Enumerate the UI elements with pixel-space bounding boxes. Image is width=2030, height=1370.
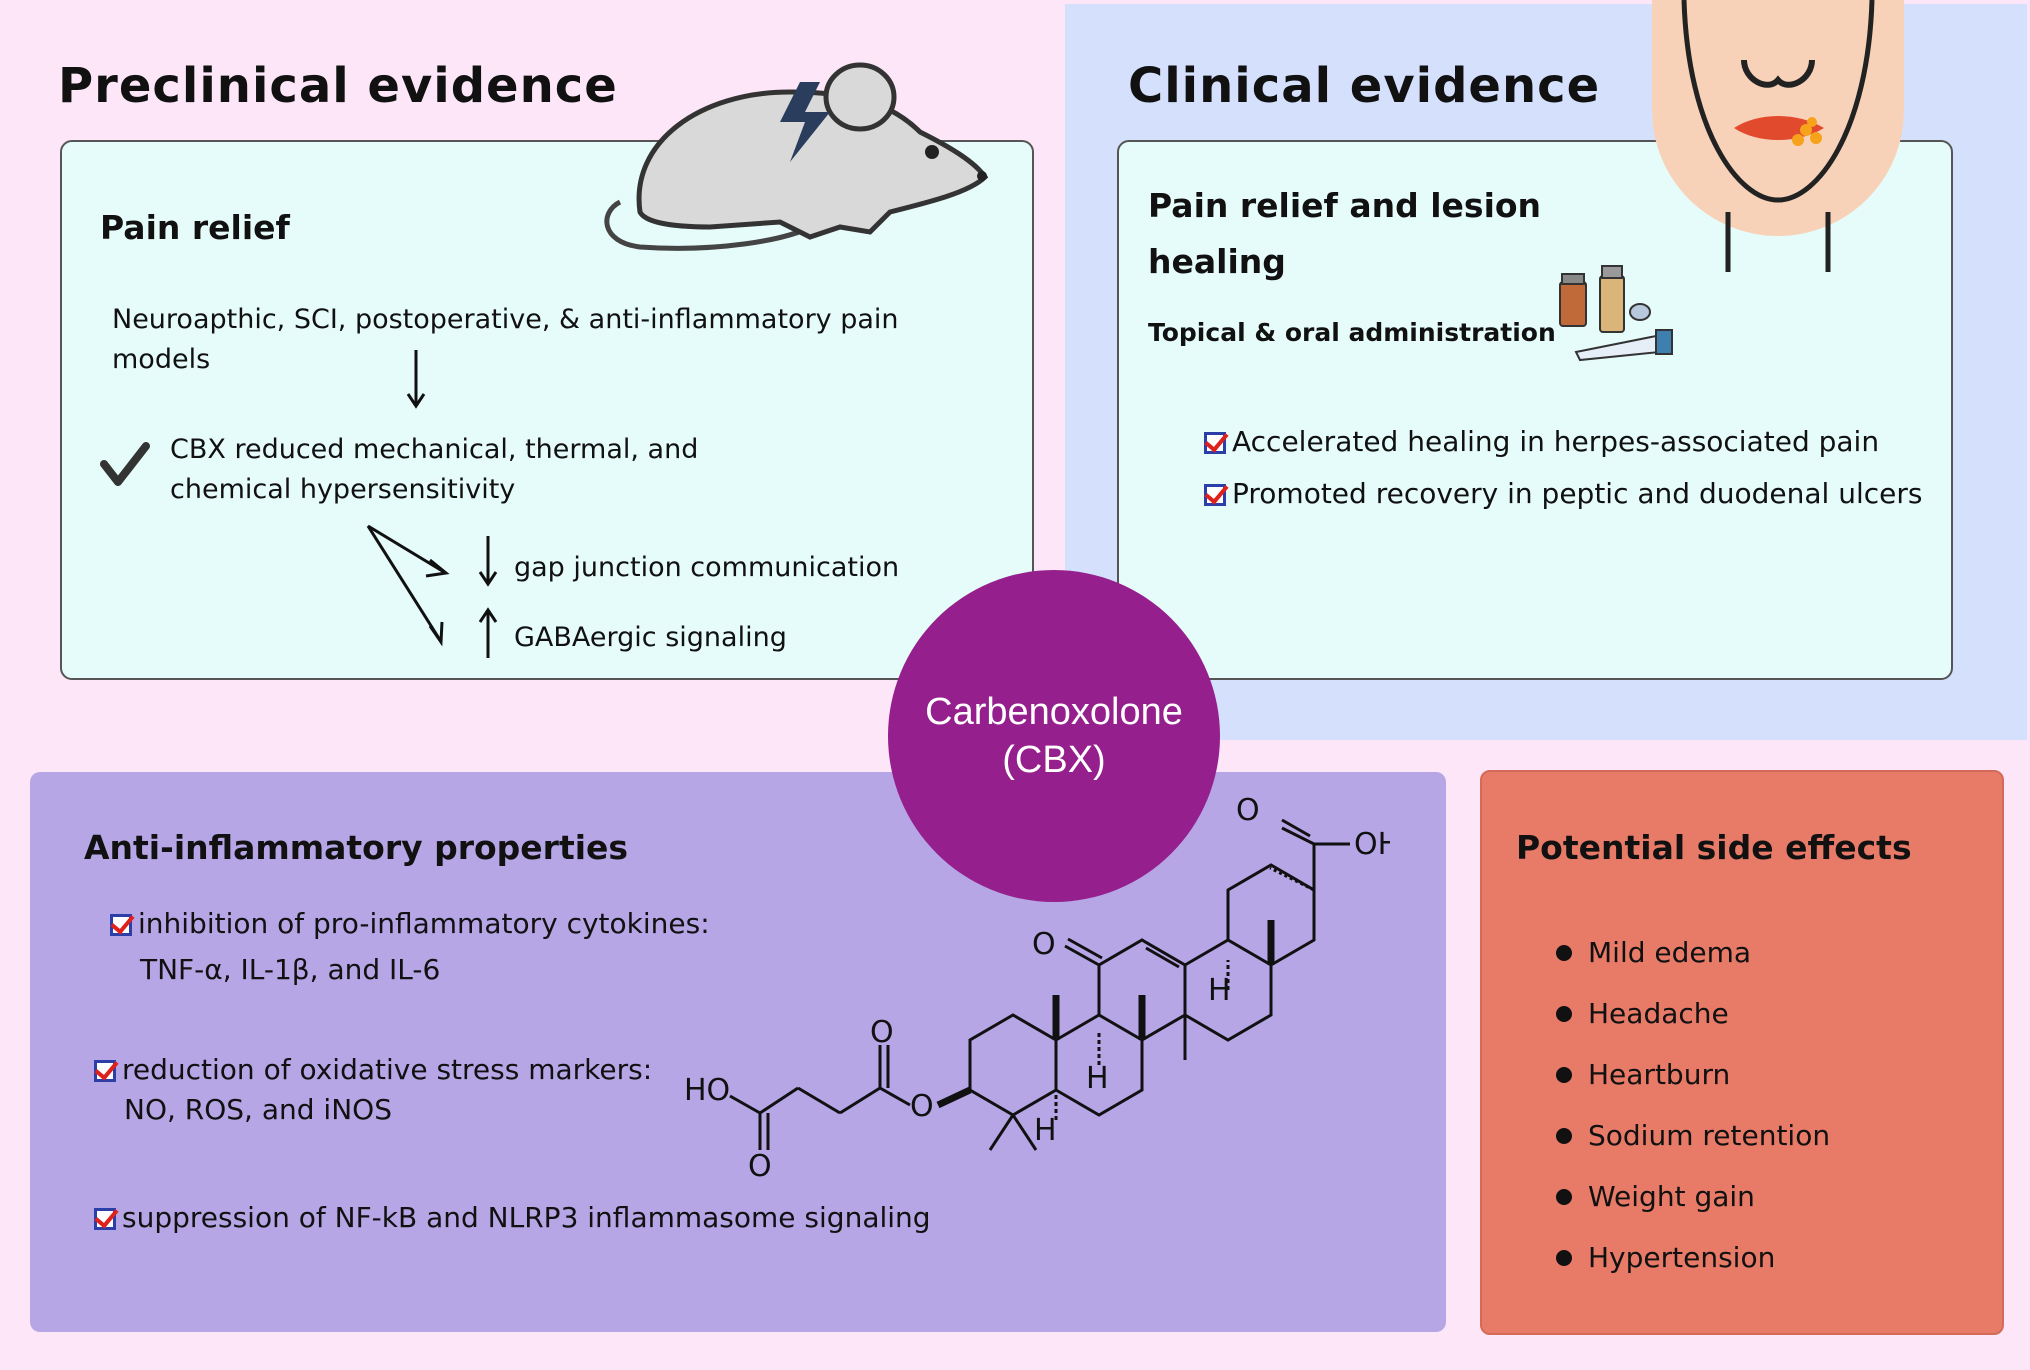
anti-inflammatory-title: Anti-inflammatory properties <box>84 828 629 867</box>
atom-label: H <box>1086 1061 1109 1096</box>
clinical-administration: Topical & oral administration <box>1148 318 1556 347</box>
branch-arrows <box>366 524 450 647</box>
bullet-icon <box>1556 944 1572 961</box>
atom-label: O <box>748 1149 772 1184</box>
clinical-title: Clinical evidence <box>1128 58 1601 114</box>
atom-label: H <box>1208 973 1231 1008</box>
list-item: Headache <box>1556 983 1830 1044</box>
anti-item-1-main: inhibition of pro-inflammatory cytokines… <box>138 907 710 940</box>
anti-item-1: inhibition of pro-inflammatory cytokines… <box>110 904 710 990</box>
bullet-icon <box>1556 1066 1572 1083</box>
list-item: Sodium retention <box>1556 1105 1830 1166</box>
checkmark-icon <box>100 442 150 486</box>
clinical-card-title: Pain relief and lesion healing <box>1148 178 1541 290</box>
mouse-icon <box>604 62 989 251</box>
atom-label: O <box>1032 927 1056 962</box>
carbenoxolone-center-circle: Carbenoxolone (CBX) <box>888 570 1220 902</box>
mechanism-gap-junction: gap junction communication <box>514 552 900 583</box>
checkbox-icon <box>1204 432 1226 454</box>
list-item: Mild edema <box>1556 922 1830 983</box>
bullet-icon <box>1556 1005 1572 1022</box>
decrease-arrow-icon <box>478 536 498 587</box>
anti-item-2-main: reduction of oxidative stress markers: <box>122 1053 653 1086</box>
medication-icon <box>1559 265 1673 362</box>
center-name-line2: (CBX) <box>1002 739 1106 781</box>
atom-label: O <box>1236 793 1260 828</box>
face-lesion-icon <box>1652 0 1904 272</box>
lightning-icon <box>780 82 830 162</box>
center-name-line1: Carbenoxolone <box>925 691 1183 733</box>
atom-label: O <box>870 1015 894 1050</box>
list-item: Hypertension <box>1556 1227 1830 1288</box>
side-effect-text: Weight gain <box>1588 1179 1755 1213</box>
side-effect-text: Sodium retention <box>1588 1118 1831 1152</box>
down-arrow-icon <box>406 350 426 409</box>
checkbox-icon <box>1204 484 1226 506</box>
side-effects-list: Mild edema Headache Heartburn Sodium ret… <box>1556 922 1830 1288</box>
side-effect-text: Hypertension <box>1588 1240 1776 1274</box>
anti-item-2: reduction of oxidative stress markers: N… <box>94 1050 652 1130</box>
clinical-card-title-line2: healing <box>1148 242 1286 281</box>
list-item: Weight gain <box>1556 1166 1830 1227</box>
bullet-icon <box>1556 1127 1572 1144</box>
anti-item-3: suppression of NF-kB and NLRP3 inflammas… <box>94 1198 931 1238</box>
bullet-icon <box>1556 1249 1572 1266</box>
preclinical-result: CBX reduced mechanical, thermal, and che… <box>170 434 699 505</box>
side-effect-text: Heartburn <box>1588 1057 1731 1091</box>
side-effects-box <box>1480 770 2004 1335</box>
bullet-icon <box>1556 1188 1572 1205</box>
side-effect-text: Headache <box>1588 996 1729 1030</box>
checkbox-icon <box>110 914 132 936</box>
anti-item-1-detail: TNF-α, IL-1β, and IL-6 <box>140 953 441 986</box>
preclinical-models: Neuroapthic, SCI, postoperative, & anti-… <box>112 304 899 375</box>
anti-inflammatory-box <box>30 772 1446 1332</box>
clinical-card-title-line1: Pain relief and lesion <box>1148 186 1542 225</box>
atom-label: H <box>1034 1113 1057 1148</box>
increase-arrow-icon <box>478 607 498 658</box>
side-effects-title: Potential side effects <box>1516 828 1912 867</box>
atom-label: OH <box>1354 827 1390 862</box>
clinical-finding-1-text: Accelerated healing in herpes-associated… <box>1232 425 1880 458</box>
atom-label: O <box>910 1089 934 1124</box>
atom-label: HO <box>684 1073 730 1108</box>
preclinical-card-title: Pain relief <box>100 208 290 247</box>
mechanism-gabaergic: GABAergic signaling <box>514 622 787 653</box>
clinical-finding-2: Promoted recovery in peptic and duodenal… <box>1204 474 1922 514</box>
preclinical-title: Preclinical evidence <box>58 58 618 114</box>
clinical-finding-1: Accelerated healing in herpes-associated… <box>1204 422 1879 462</box>
checkbox-icon <box>94 1208 116 1230</box>
checkbox-icon <box>94 1060 116 1082</box>
list-item: Heartburn <box>1556 1044 1830 1105</box>
anti-item-3-main: suppression of NF-kB and NLRP3 inflammas… <box>122 1201 931 1234</box>
side-effect-text: Mild edema <box>1588 935 1752 969</box>
anti-item-2-detail: NO, ROS, and iNOS <box>124 1093 392 1126</box>
molecule-structure: O OH O H H H O HO O O <box>684 793 1390 1184</box>
clinical-finding-2-text: Promoted recovery in peptic and duodenal… <box>1232 477 1923 510</box>
